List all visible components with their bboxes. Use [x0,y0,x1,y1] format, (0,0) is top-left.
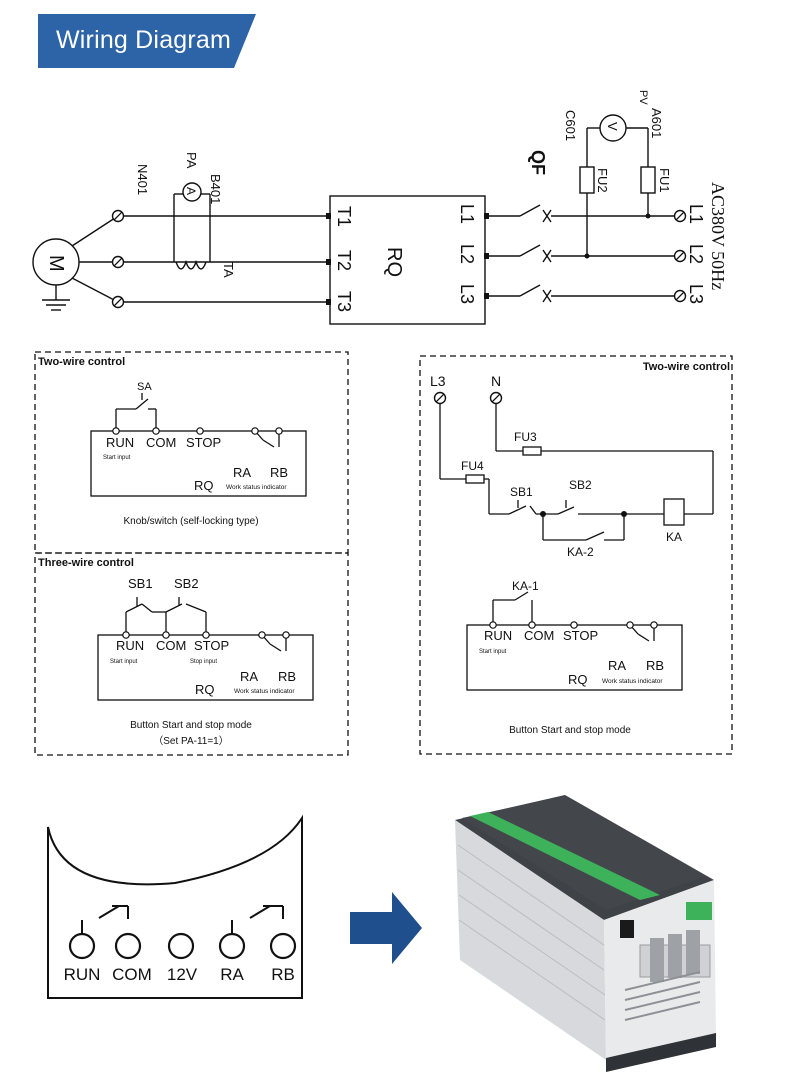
terminal-ra-hole [218,932,246,960]
soft-starter-device-illustration [455,795,716,1072]
label-t3: T3 [334,291,354,312]
status-note: Work status indicator [602,678,663,685]
terminal-stop: STOP [186,435,221,450]
terminal-run-hole [68,932,96,960]
strip-label-run: RUN [64,965,101,984]
wire-label-a601: A601 [649,108,664,138]
ammeter-letter: A [184,187,198,195]
panel-title: Two-wire control [643,361,730,373]
terminal-stop: STOP [563,628,598,643]
relay-ra: RA [233,465,251,480]
aux-contact-ka1: KA-1 [512,579,539,593]
two-wire-left-panel: Two-wire control SA RUN COM STOP Start i… [38,356,307,527]
panel-caption: Knob/switch (self-locking type) [123,516,258,527]
strip-label-ra: RA [220,965,244,984]
button-sb1: SB1 [128,576,153,591]
voltmeter-letter: V [605,122,620,131]
status-note: Work status indicator [234,688,295,695]
label-t1: T1 [334,206,354,227]
strip-label-rb: RB [271,965,295,984]
relay-ra: RA [240,669,258,684]
terminal-12v-hole [167,932,195,960]
fuse1-label: FU1 [657,168,672,193]
terminal-com: COM [146,435,176,450]
device-label: RQ [195,682,215,697]
voltmeter-symbol [599,114,627,142]
wire-label-b401: B401 [208,174,223,204]
terminal-stop: STOP [194,638,229,653]
banner-shape [38,14,256,68]
label-l1-supply: L1 [686,204,706,224]
terminal-run: RUN [484,628,512,643]
relay-rb: RB [270,465,288,480]
ammeter-tag: PA [184,152,199,169]
terminal-run: RUN [106,435,134,450]
strip-label-com: COM [112,965,152,984]
wire-label-n401: N401 [135,164,150,195]
wire-label-c601: C601 [563,110,578,141]
phase-l3: L3 [430,373,446,389]
button-sb1: SB1 [510,485,533,499]
device-label: RQ [194,478,214,493]
status-note: Work status indicator [226,484,287,491]
relay-rb: RB [646,658,664,673]
panel-title: Three-wire control [38,557,134,569]
ct-label: TA [221,262,236,278]
phase-n: N [491,373,501,389]
start-note: Start input [479,649,507,655]
main-dots [326,213,651,305]
panel-borders [34,351,733,756]
relay-ra: RA [608,658,626,673]
start-note: Start input [110,659,138,665]
button-sb2: SB2 [569,478,592,492]
fuse4-label: FU4 [461,459,484,473]
label-l3-supply: L3 [686,284,706,304]
terminal-rb-hole [269,932,297,960]
terminal-com: COM [524,628,554,643]
terminal-com: COM [156,638,186,653]
stop-note: Stop input [190,659,217,665]
contact-ka2: KA-2 [567,545,594,559]
page-title: Wiring Diagram [56,26,232,54]
label-l1-in: L1 [457,204,477,224]
relay-rb: RB [278,669,296,684]
label-t2: T2 [334,250,354,271]
motor-label: M [45,255,67,272]
panel-caption: Button Start and stop mode [130,720,252,731]
title-banner: Wiring Diagram [38,14,256,68]
two-wire-right-panel: Two-wire control [430,361,730,736]
three-wire-panel: Three-wire control SB1 SB2 RUN COM STOP … [38,557,314,747]
button-sb2: SB2 [174,576,199,591]
label-l2-supply: L2 [686,244,706,264]
start-note: Start input [103,455,131,461]
fuse3-label: FU3 [514,430,537,444]
coil-ka: KA [666,530,682,544]
breaker-label: QF [528,150,548,175]
panel-caption-sub: （Set PA-11=1） [153,735,229,747]
terminal-strip-detail: RUN COM 12V RA RB [47,814,303,999]
terminal-com-hole [114,932,142,960]
label-l2-in: L2 [457,244,477,264]
voltmeter-tag: PV [637,90,649,105]
terminal-run: RUN [116,638,144,653]
strip-label-12v: 12V [167,965,198,984]
main-circuit [32,114,676,325]
ammeter-symbol [182,182,202,202]
label-l3-in: L3 [457,284,477,304]
panel-title: Two-wire control [38,356,125,368]
panel-caption: Button Start and stop mode [509,725,631,736]
fuse2-label: FU2 [595,168,610,193]
arrow-right-icon [350,892,422,964]
device-label: RQ [568,672,588,687]
supply-label: AC380V 50Hz [708,182,728,290]
switch-label: SA [137,381,152,393]
rq-label: RQ [383,247,405,277]
